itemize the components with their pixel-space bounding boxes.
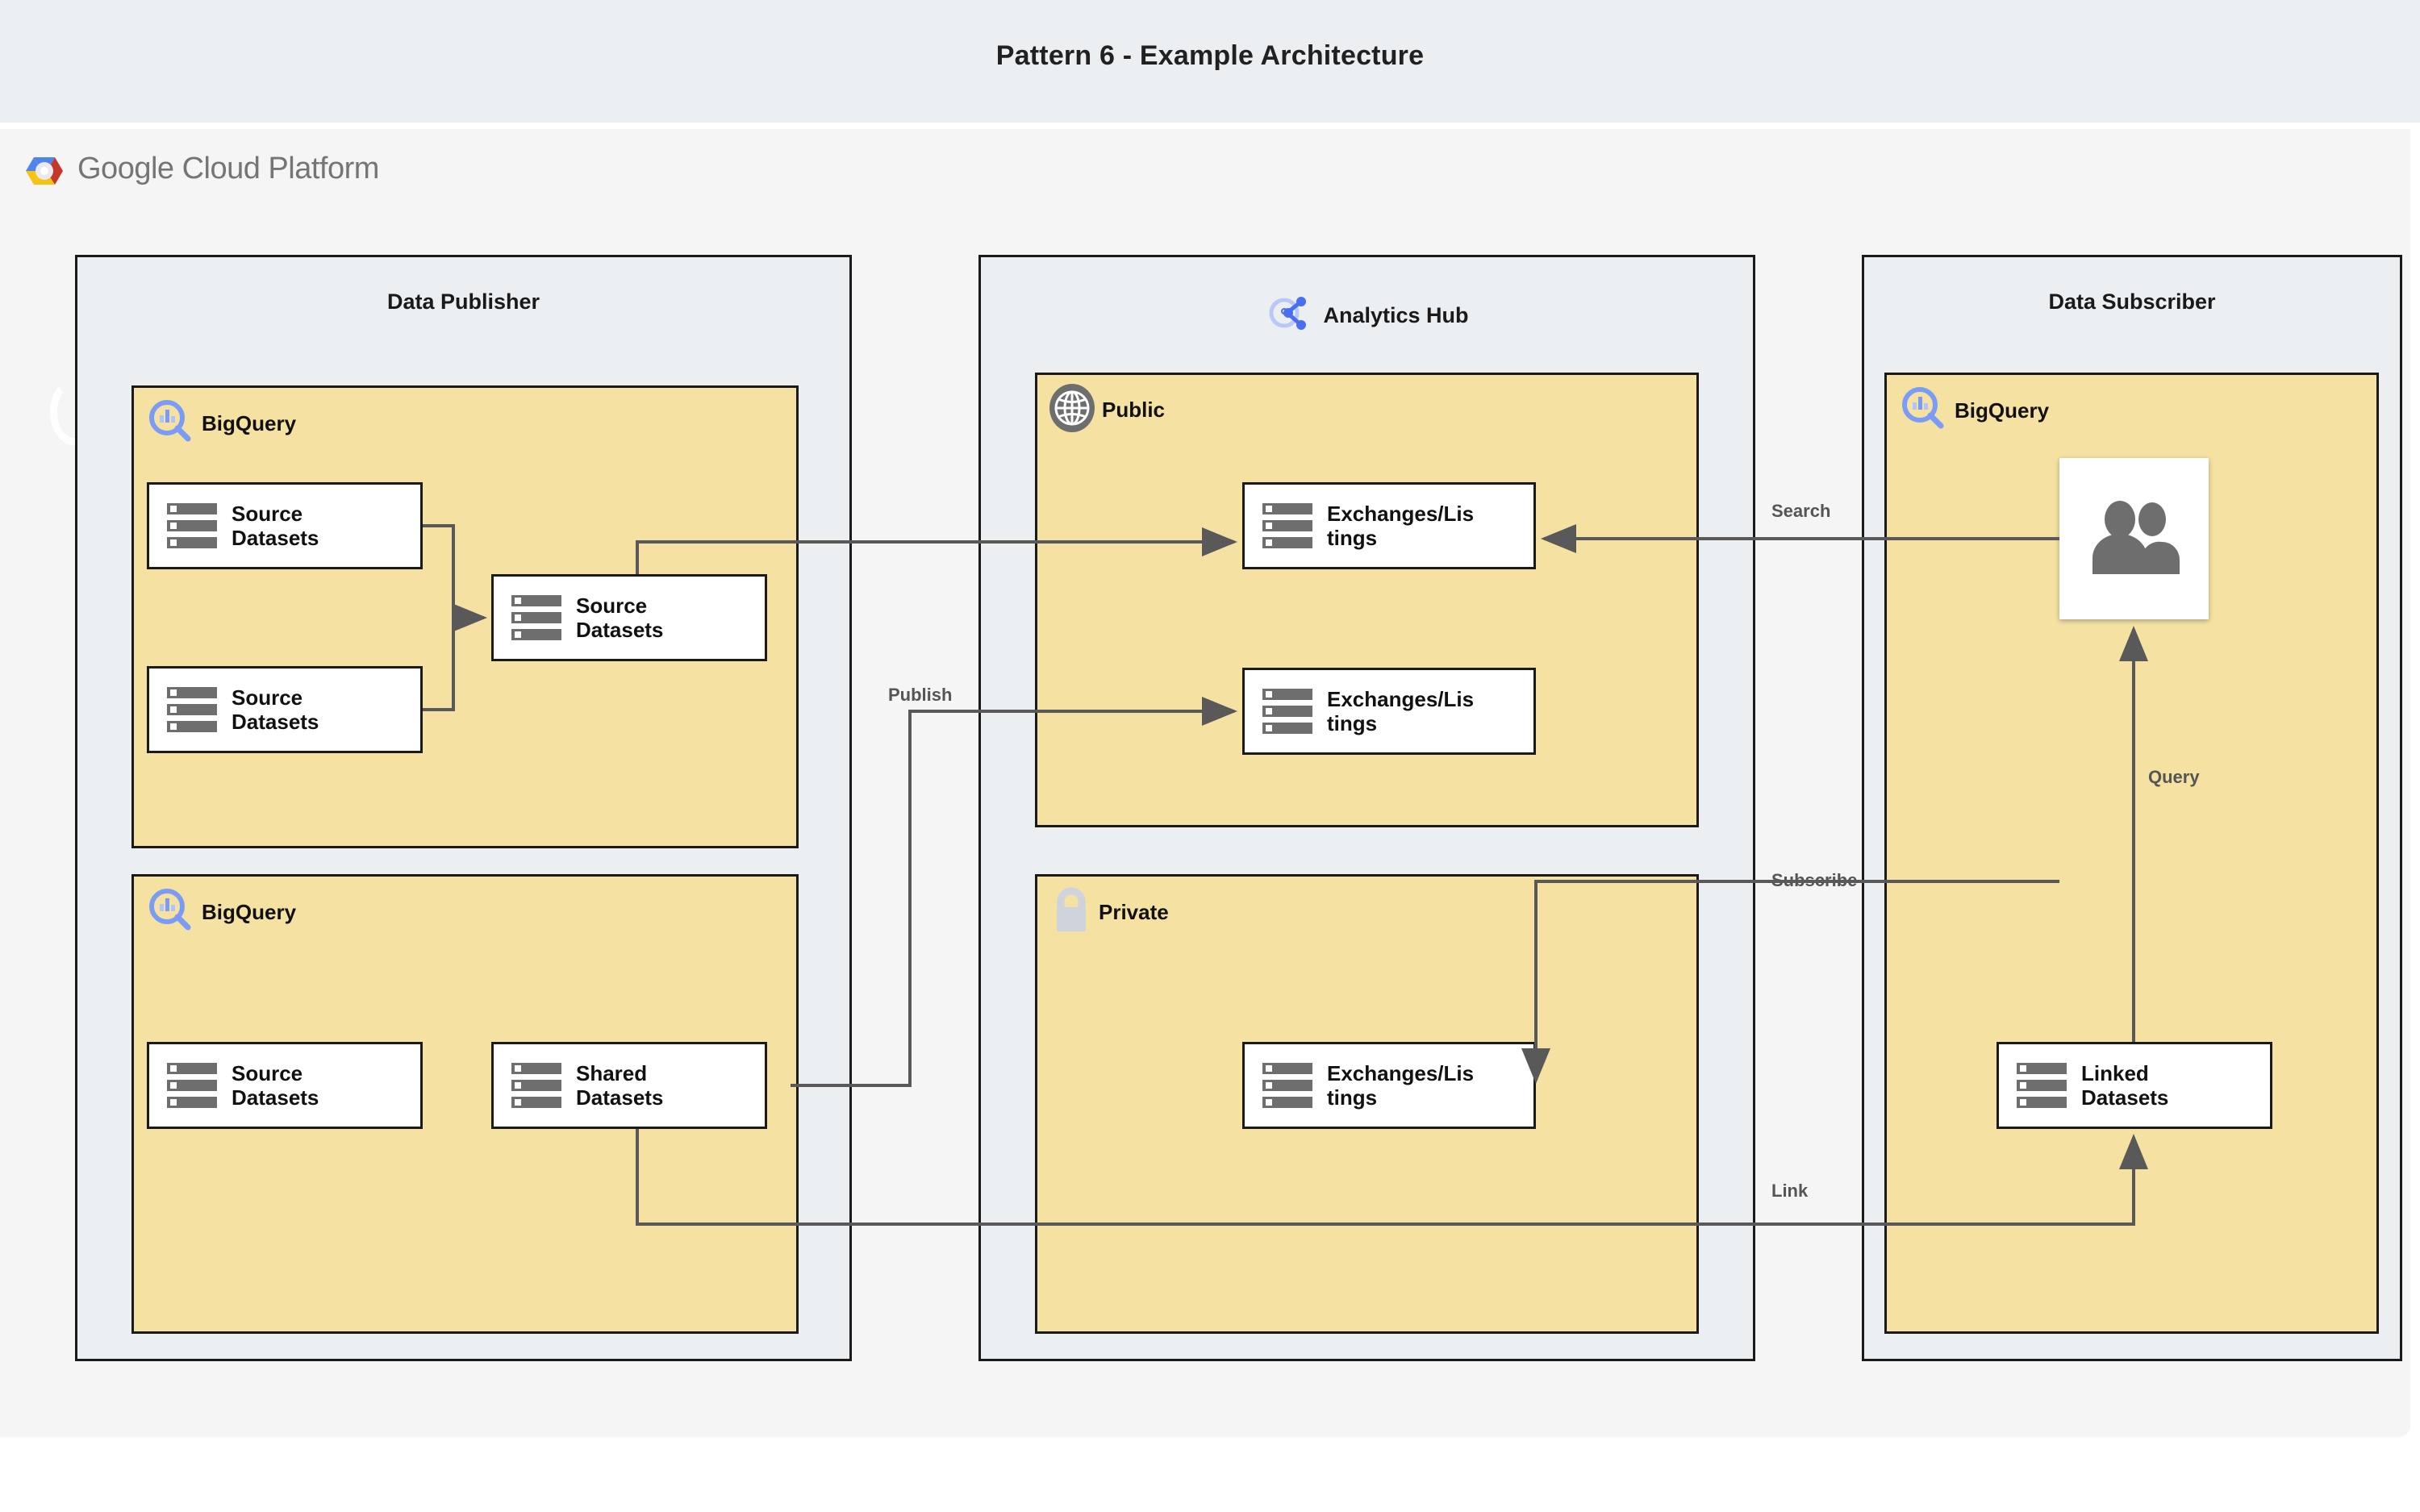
gcp-logo: Google Cloud Platform (23, 147, 379, 190)
dataset-icon (511, 1060, 561, 1110)
dataset-icon (167, 501, 217, 551)
decorative-arc (50, 379, 98, 445)
page-title: Pattern 6 - Example Architecture (995, 40, 1425, 71)
panel-label-public: Public (1102, 398, 1166, 422)
panel-label-private: Private (1099, 900, 1169, 924)
edge-label-search: Search (1771, 501, 1831, 521)
zone-title-data-subscriber: Data Subscriber (2048, 289, 2216, 314)
dataset-icon (1262, 1060, 1312, 1110)
zone-title-data-publisher: Data Publisher (386, 289, 540, 314)
edge-label-query: Query (2148, 767, 2200, 787)
panel-head-private: Private (1049, 886, 1169, 939)
bigquery-icon (145, 396, 197, 452)
analytics-hub-share-icon (1265, 289, 1312, 342)
panel-label-bigquery: BigQuery (202, 900, 297, 924)
globe-icon (1047, 383, 1097, 437)
google-cloud-hexagon-icon (23, 147, 66, 190)
edge-label-subscribe: Subscribe (1771, 870, 1858, 890)
panel-label-bigquery: BigQuery (202, 411, 297, 435)
dataset-icon (167, 685, 217, 735)
panel-hub-public: Public (1035, 373, 1699, 827)
panel-head-public: Public (1047, 383, 1165, 437)
dataset-icon (1262, 686, 1312, 736)
edge-label-publish: Publish (888, 685, 953, 705)
dataset-icon (511, 593, 561, 643)
panel-head-bigquery: BigQuery (1898, 383, 2049, 439)
dataset-icon (167, 1060, 217, 1110)
dataset-icon (2017, 1060, 2067, 1110)
dataset-icon (1262, 501, 1312, 551)
gcp-logo-text: Google Cloud Platform (77, 151, 379, 185)
bigquery-icon (1898, 383, 1950, 439)
panel-head-bigquery: BigQuery (145, 885, 296, 940)
edge-label-link: Link (1771, 1181, 1809, 1201)
lock-icon (1049, 886, 1094, 939)
title-band (0, 0, 2420, 123)
panel-label-bigquery: BigQuery (1955, 398, 2050, 423)
zone-title-analytics-hub: Analytics Hub (981, 289, 1753, 342)
zone-title-label: Analytics Hub (1323, 303, 1469, 327)
panel-head-bigquery: BigQuery (145, 396, 296, 452)
bigquery-icon (145, 885, 197, 940)
subscriber-users-card[interactable] (2059, 458, 2209, 619)
users-icon (2086, 497, 2183, 581)
